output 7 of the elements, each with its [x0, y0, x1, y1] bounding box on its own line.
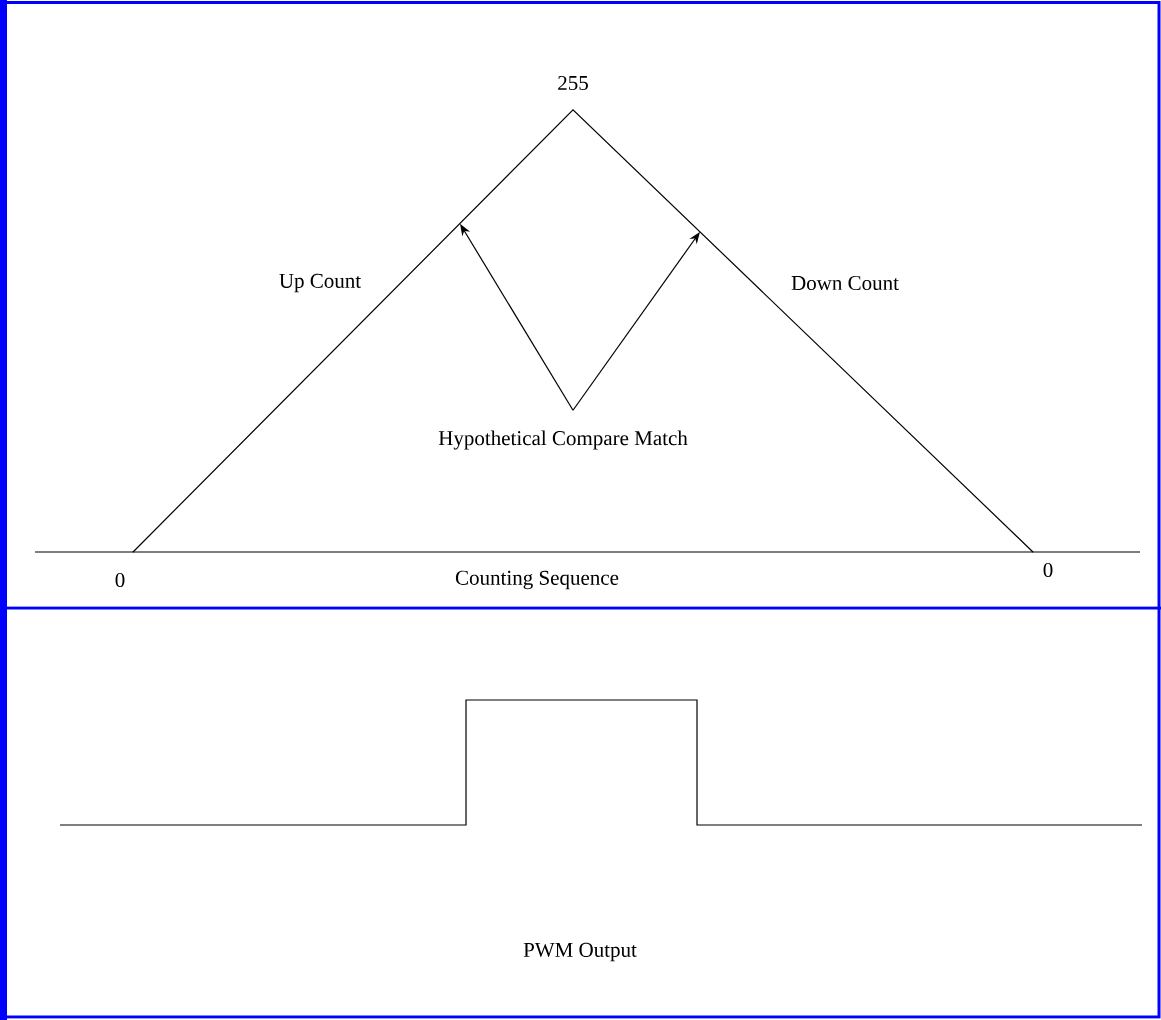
value-label: 0	[115, 572, 125, 588]
triangle-waveform	[132, 108, 1034, 553]
text-label: Up Count	[279, 273, 361, 293]
value-label: 255	[558, 75, 588, 91]
text-label: Down Count	[791, 275, 899, 291]
text-label: PWM Output	[523, 942, 637, 962]
value-label: 0	[1043, 562, 1053, 578]
